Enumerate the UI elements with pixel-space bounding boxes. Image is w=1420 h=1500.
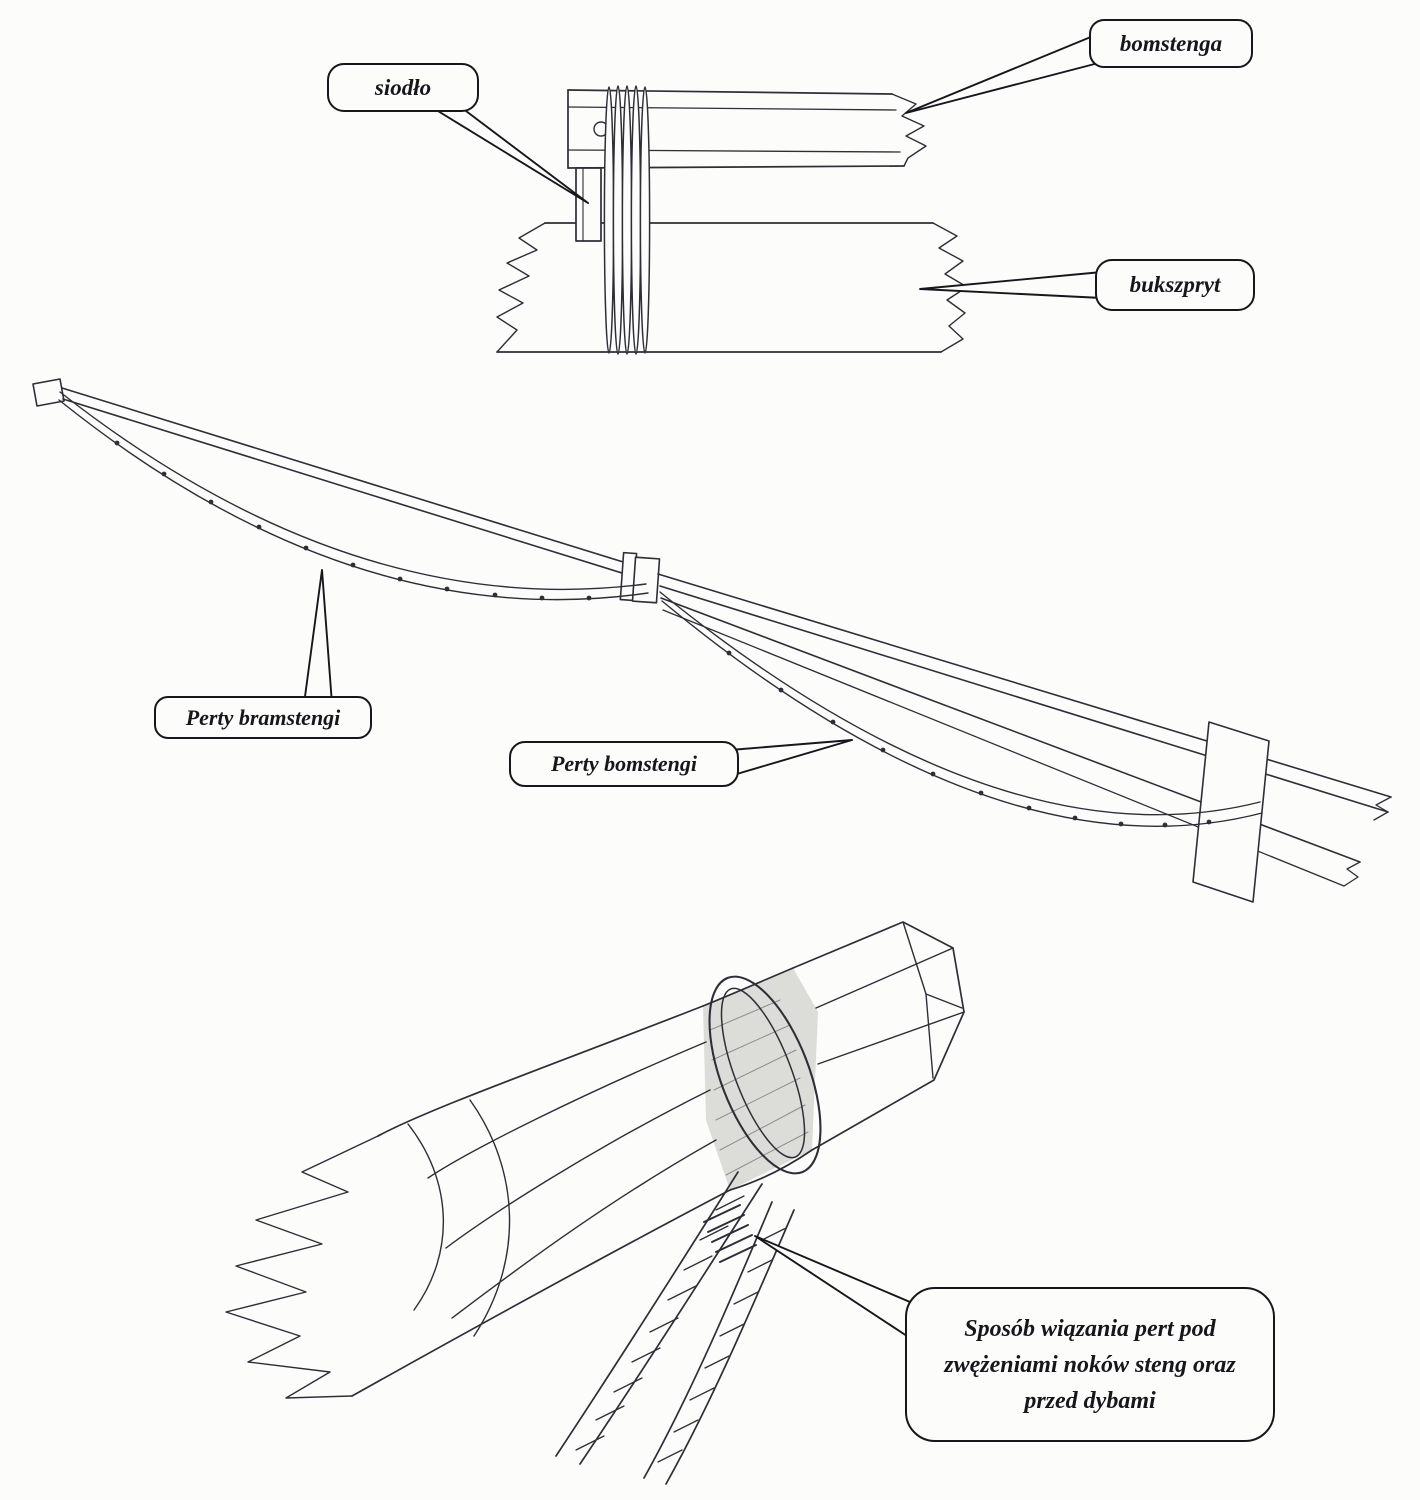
bukszpryt-spar [496, 222, 968, 353]
spar-break-jagged [496, 222, 546, 353]
callout-seizing-caption: Sposób wiązania pert pod zwężeniami nokó… [905, 1287, 1275, 1442]
callout-bomstenga-label: bomstenga [1119, 30, 1223, 56]
bomstenga-tail [905, 33, 1111, 114]
callout-perty-bramstengi: Perty bramstengi [154, 696, 372, 739]
footrope-left-knots [114, 440, 592, 601]
spar-end-seizing-drawing [225, 921, 965, 1485]
bramstenga-pole [61, 387, 639, 579]
footrope-left [58, 391, 649, 601]
spar-break-jagged [1343, 861, 1361, 887]
perty-bramstengi-tail [303, 569, 333, 705]
callout-siodlo: siodło [327, 63, 479, 112]
spar-tip-cap [32, 378, 65, 407]
bomstenga-pole [657, 573, 1392, 887]
bowsprit-lashing-drawing [496, 85, 968, 355]
callout-siodlo-label: siodło [374, 74, 432, 100]
mid-cap [619, 551, 661, 604]
callout-perty-bomstengi: Perty bomstengi [509, 741, 739, 787]
rope-lashing [603, 85, 651, 355]
callout-bomstenga: bomstenga [1089, 19, 1253, 68]
rope-strand-a [555, 1171, 763, 1465]
saddle-block [575, 167, 602, 242]
callout-tails [303, 33, 1111, 1339]
caption-line-1: Sposób wiązania pert pod [964, 1315, 1216, 1342]
callout-bukszpryt: bukszpryt [1095, 259, 1255, 311]
spar-tip-prism [792, 921, 965, 1151]
callout-perty-bramstengi-label: Perty bramstengi [185, 704, 341, 730]
spar-break-jagged [225, 1135, 379, 1399]
spar-break-jagged [1373, 796, 1392, 821]
spar-left-section [225, 967, 813, 1399]
footrope-right-knots [726, 650, 1212, 828]
caption-line-2: zwężeniami noków steng oraz [944, 1351, 1236, 1378]
callout-perty-bomstengi-label: Perty bomstengi [550, 751, 698, 776]
caption-tail [754, 1235, 911, 1339]
rope-ring [708, 975, 822, 1175]
siodlo-tail [419, 99, 589, 204]
jibboom-footropes-drawing [32, 378, 1392, 903]
spar-break-jagged [891, 93, 927, 167]
caption-line-3: przed dybami [1024, 1387, 1156, 1414]
callout-bukszpryt-label: bukszpryt [1129, 272, 1221, 297]
seizing-wrap [703, 1204, 757, 1263]
perty-bomstengi-tail [729, 739, 853, 777]
right-band [1192, 721, 1270, 903]
